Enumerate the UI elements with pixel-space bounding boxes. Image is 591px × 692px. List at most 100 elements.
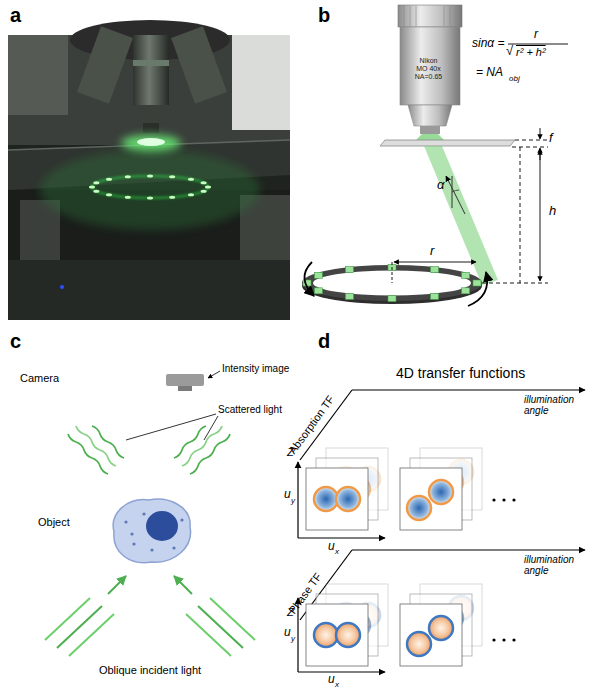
microscope-photo — [8, 20, 290, 320]
panel-letter: a — [10, 4, 21, 26]
dimension-label: r — [430, 244, 434, 258]
axis-subscript: x — [335, 548, 339, 557]
cell-granule — [180, 518, 183, 521]
microscope-photo — [89, 175, 211, 200]
led-ring — [314, 272, 322, 278]
microscope-photo — [169, 175, 175, 178]
node-label: Object — [38, 516, 70, 529]
objective-lens-drawing — [410, 6, 411, 26]
microscope-photo — [93, 181, 99, 184]
incident-light — [174, 576, 192, 594]
objective-lens-drawing — [398, 5, 462, 140]
dimension-lines — [512, 147, 548, 148]
transfer-function-tile — [400, 468, 462, 530]
dimension-lines — [515, 140, 548, 141]
microscope-photo — [60, 285, 64, 289]
microscope-photo — [8, 35, 68, 115]
microscope-photo — [188, 193, 194, 196]
ellipsis-dots — [502, 498, 505, 501]
camera-lens — [178, 386, 192, 391]
objective-lens-drawing — [400, 27, 460, 105]
cell-granule — [132, 542, 135, 545]
microscope-photo — [171, 26, 227, 103]
dimension-lines — [508, 44, 568, 45]
microscope-photo — [106, 178, 112, 181]
panel-letter: d — [318, 330, 330, 352]
objective-lens-drawing — [416, 6, 417, 26]
incident-light — [198, 606, 243, 648]
microscope-photo — [137, 138, 165, 146]
axis-label: u — [328, 540, 335, 553]
led-ring — [346, 267, 354, 273]
led-ring — [388, 296, 396, 302]
axis-arrow — [352, 549, 585, 550]
scattered-light — [92, 426, 124, 458]
axis-arrow — [298, 537, 385, 538]
ellipsis-dots — [512, 638, 515, 641]
incident-light — [57, 606, 102, 648]
dimension-lines — [540, 128, 541, 139]
axis-subscript: y — [291, 497, 295, 506]
callout-label: Oblique incident light — [60, 664, 240, 676]
node-label: Nikon MO 40x NA=0.65 — [413, 57, 444, 81]
illumination-beam — [452, 190, 459, 192]
microscope-photo — [133, 35, 169, 105]
axis-label: u — [284, 626, 291, 639]
scattered-light — [76, 426, 116, 466]
scattered-light — [182, 426, 222, 466]
microscope-photo — [201, 181, 207, 184]
formula-text: r² + h² — [516, 46, 546, 58]
glass-slide — [380, 140, 515, 146]
formula-subscript: obj — [509, 75, 520, 84]
microscope-photo — [147, 197, 153, 200]
microscope-photo — [143, 123, 159, 133]
transfer-function-tile — [306, 468, 368, 530]
microscope-photo — [147, 175, 153, 178]
node-label: Camera — [20, 372, 59, 385]
objective-lens-drawing — [404, 6, 405, 26]
microscope-photo — [169, 196, 175, 199]
leader-line — [208, 371, 220, 378]
incident-light — [186, 614, 231, 656]
camera-lens — [178, 386, 192, 391]
cell-granule — [150, 548, 153, 551]
axis-label: Absorption TF — [286, 393, 336, 456]
dimension-lines — [394, 262, 476, 263]
axis-label: illumination angle — [524, 554, 586, 576]
microscope-photo — [201, 190, 207, 193]
ellipsis-dots — [512, 498, 515, 501]
microscope-photo — [205, 186, 211, 189]
microscope-photo — [93, 190, 99, 193]
panel-letter: b — [318, 4, 330, 26]
microscope-photo — [121, 135, 181, 151]
microscope-photo — [232, 35, 290, 130]
led-ring — [473, 280, 481, 286]
ellipsis-dots — [492, 638, 495, 641]
leader-line — [126, 371, 220, 440]
objective-lens-drawing — [408, 105, 452, 126]
angle-label: α — [437, 178, 444, 192]
led-ring — [462, 288, 470, 294]
axis-label: u — [328, 673, 335, 686]
led-ring — [304, 262, 314, 296]
objective-lens-drawing — [416, 134, 444, 140]
axis-arrow — [298, 671, 385, 672]
transfer-function-tile — [400, 604, 462, 666]
transfer-function-tile — [306, 604, 368, 666]
cell-object: Object — [104, 492, 196, 568]
incident-light — [45, 576, 255, 656]
formula-text: sinα = — [472, 37, 505, 50]
scattered-light — [68, 426, 230, 474]
incident-light — [45, 598, 90, 640]
led-ring — [302, 262, 487, 306]
incident-light — [108, 576, 126, 594]
cell-nucleus — [146, 511, 178, 541]
axis-arrow — [298, 390, 585, 672]
dimension-lines — [540, 150, 541, 281]
glass-slide — [380, 140, 515, 146]
cell-outline — [104, 492, 196, 568]
microscope-photo — [138, 105, 164, 123]
cell-granule — [130, 532, 133, 535]
